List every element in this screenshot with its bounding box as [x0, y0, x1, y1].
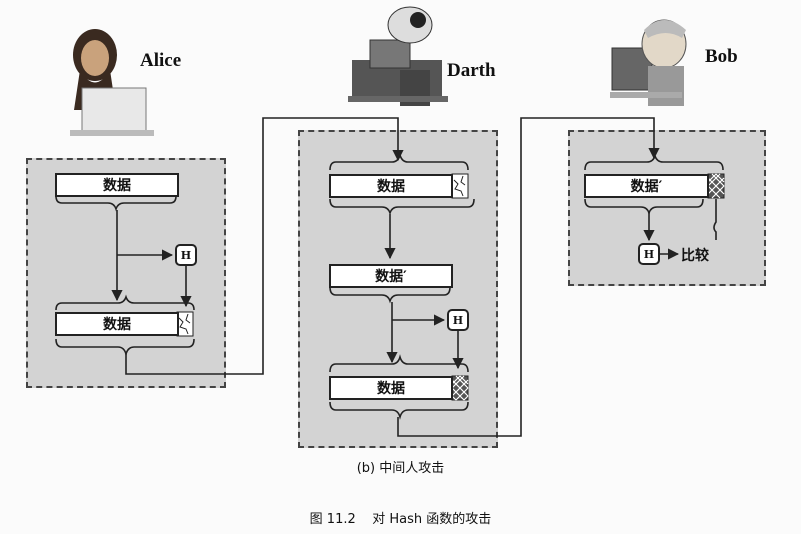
- alice-illustration: [70, 29, 154, 136]
- alice-message-label: 数据: [103, 317, 131, 333]
- bob-received-box: 数据′: [584, 174, 709, 198]
- darth-brace-1: [329, 198, 475, 216]
- subfigure-caption: (b) 中间人攻击: [356, 461, 445, 476]
- bob-name: Bob: [705, 46, 738, 67]
- wire-darth-to-bob: [397, 117, 660, 437]
- darth-forged-box: 数据: [329, 376, 453, 400]
- darth-name: Darth: [447, 60, 496, 81]
- hash-tag-alice: [176, 311, 194, 337]
- alice-brace-bottom: [55, 338, 195, 357]
- darth-brace-2: [329, 286, 451, 304]
- bob-illustration: [610, 19, 687, 106]
- bob-panel: [568, 130, 766, 286]
- alice-data-box: 数据: [55, 173, 179, 197]
- darth-brace-top: [329, 152, 469, 171]
- hash-tag-bob: [707, 173, 725, 199]
- alice-brace-top: [55, 195, 177, 212]
- alice-data-label: 数据: [103, 178, 131, 194]
- bob-brace-bottom: [584, 198, 704, 216]
- bob-hash-wire: [713, 199, 717, 240]
- darth-forged-label: 数据: [377, 381, 405, 397]
- darth-illustration: [348, 6, 448, 106]
- bob-received-label: 数据′: [630, 179, 663, 195]
- hash-tag-darth-original: [451, 173, 469, 199]
- darth-hash-function: H: [447, 309, 469, 331]
- figure-caption: 图 11.2 对 Hash 函数的攻击: [309, 512, 492, 527]
- bob-brace-top: [584, 153, 724, 171]
- darth-received-label: 数据: [377, 179, 405, 195]
- alice-name: Alice: [140, 50, 182, 71]
- darth-brace-bottom: [329, 401, 469, 420]
- alice-message-box: 数据: [55, 312, 179, 336]
- darth-modified-label: 数据′: [375, 269, 407, 285]
- alice-hash-function: H: [175, 244, 197, 266]
- hash-tag-darth-new: [451, 375, 469, 401]
- bob-hash-function: H: [638, 243, 660, 265]
- wire-alice-to-darth: [125, 117, 404, 375]
- darth-brace-3: [329, 354, 469, 373]
- darth-modified-box: 数据′: [329, 264, 453, 288]
- alice-brace-mid: [55, 294, 195, 311]
- darth-received-box: 数据: [329, 174, 453, 198]
- bob-compare-label: 比较: [681, 248, 709, 264]
